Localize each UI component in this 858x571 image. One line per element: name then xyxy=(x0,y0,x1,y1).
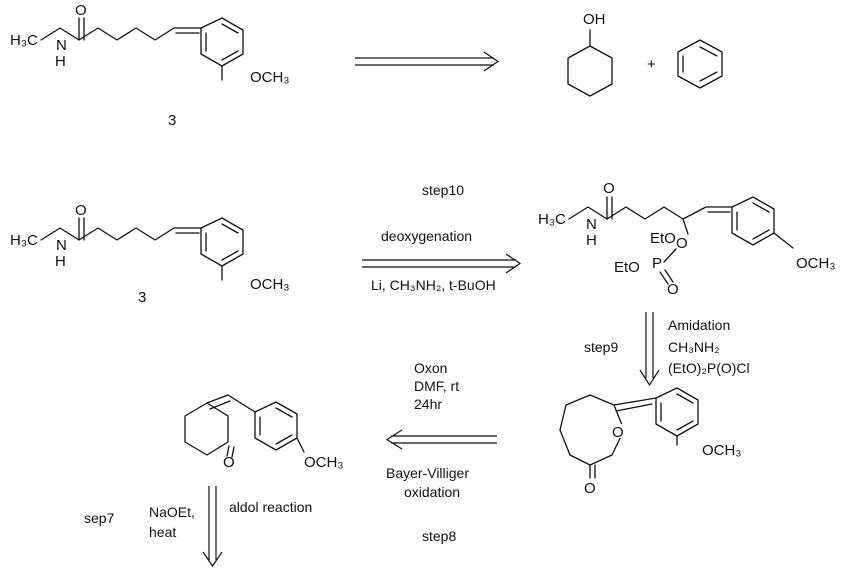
cyclohexanol: OH xyxy=(567,11,613,97)
lactone-molecule: O O OCH₃ xyxy=(559,387,741,497)
carbonyl-o-label: O xyxy=(603,180,615,197)
amide-nh-label: H xyxy=(55,53,66,70)
step7-label: sep7 xyxy=(84,510,115,526)
step9-reagent-2: (EtO)₂P(O)Cl xyxy=(668,360,750,376)
phosphorus-label: P xyxy=(652,255,662,272)
plus-sign: + xyxy=(647,56,656,73)
step7-reagent-2: heat xyxy=(149,524,176,540)
step9-name: Amidation xyxy=(668,317,730,333)
compound-number: 3 xyxy=(168,112,176,129)
step9-arrow xyxy=(639,312,660,387)
eto-upper-label: EtO xyxy=(650,230,676,247)
enone-carbonyl-o: O xyxy=(223,454,235,471)
ring-o-label: O xyxy=(612,424,624,441)
retrosynthesis-arrow xyxy=(355,51,500,72)
p-oxo-label: O xyxy=(667,281,679,298)
methyl-label: H₃C xyxy=(10,232,38,249)
methoxy-label: OCH₃ xyxy=(250,69,289,86)
hydroxyl-label: OH xyxy=(583,11,606,28)
methoxy-label: OCH₃ xyxy=(304,454,343,471)
amide-n-label: N xyxy=(56,237,67,254)
target-molecule-top: H₃C H N O OCH₃ 3 xyxy=(10,2,289,129)
methoxy-label: OCH₃ xyxy=(796,255,835,272)
step9-label: step9 xyxy=(584,339,618,355)
step10-arrow xyxy=(362,253,522,274)
methyl-label: H₃C xyxy=(10,32,38,49)
amide-nh-label: H xyxy=(586,232,597,249)
step8-label: step8 xyxy=(422,528,456,544)
carbonyl-o-label: O xyxy=(75,202,87,219)
amide-n-label: N xyxy=(586,216,597,233)
enone-molecule: O OCH₃ xyxy=(184,394,343,471)
step8-cond-3: 24hr xyxy=(414,396,442,412)
benzene xyxy=(677,39,723,89)
step7-reagent-1: NaOEt, xyxy=(149,504,195,520)
carbonyl-o-label: O xyxy=(75,2,87,19)
compound-number: 3 xyxy=(138,289,146,306)
enol-phosphate-product: H₃C H N O O EtO P EtO O OCH₃ xyxy=(538,180,835,298)
eto-lower-label: EtO xyxy=(614,259,640,276)
amide-nh-label: H xyxy=(55,253,66,270)
methoxy-label: OCH₃ xyxy=(702,442,741,459)
step8-cond-2: DMF, rt xyxy=(414,378,459,394)
step9-reagent-1: CH₃NH₂ xyxy=(668,339,720,355)
lactone-carbonyl-o: O xyxy=(584,480,596,497)
methoxy-label: OCH₃ xyxy=(250,276,289,293)
step10-label: step10 xyxy=(422,182,464,198)
step7-name: aldol reaction xyxy=(229,499,312,515)
compound-3-reactant: H₃C H N O OCH₃ 3 xyxy=(10,202,289,306)
ester-o-label: O xyxy=(676,235,688,252)
step8-cond-1: Oxon xyxy=(414,360,447,376)
step10-name: deoxygenation xyxy=(381,228,472,244)
methyl-label: H₃C xyxy=(538,211,566,228)
step8-name-2: oxidation xyxy=(404,484,460,500)
step8-arrow xyxy=(385,429,497,450)
step7-arrow xyxy=(202,486,223,568)
step8-name-1: Bayer-Villiger xyxy=(386,465,469,481)
amide-n-label: N xyxy=(56,37,67,54)
step10-reagents: Li, CH₃NH₂, t-BuOH xyxy=(371,277,496,293)
